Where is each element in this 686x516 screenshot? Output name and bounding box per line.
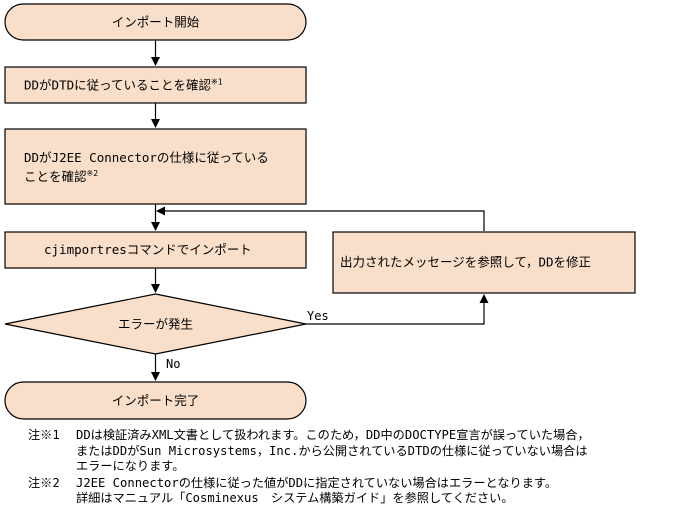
svg-text:ことを確認※2: ことを確認※2 — [24, 169, 98, 184]
footnote-1-line: またはDDがSun Microsystems，Inc.から公開されているDTDの… — [76, 443, 588, 458]
edge-decision-no-to-end: No — [151, 354, 180, 381]
edge-start-to-check-dtd — [151, 40, 160, 66]
error-decision-node: エラーが発生 — [4, 293, 307, 355]
check-dtd-label: DDがDTDに従っていることを確認 — [24, 78, 212, 93]
footnote-2-mark: 注※2 — [28, 475, 60, 490]
check-spec-line2: ことを確認 — [24, 169, 87, 184]
check-spec-note-mark: ※2 — [87, 169, 99, 178]
import-command-node: cjimportresコマンドでインポート — [4, 231, 307, 269]
footnote-2-line: J2EE Connectorの仕様に従った値がDDに指定されていない場合はエラー… — [76, 475, 558, 490]
footnote-1-line: エラーになります。 — [76, 459, 185, 473]
start-node: インポート開始 — [4, 3, 307, 41]
footnote-2-line: 詳細はマニュアル「Cosminexus システム構築ガイド」を参照してください。 — [76, 491, 514, 505]
footnote-1-line: DDは検証済みXML文書として扱われます。このため，DD中のDOCTYPE宣言が… — [76, 428, 590, 442]
end-node: インポート完了 — [4, 381, 307, 420]
footnote-1-body: DDは検証済みXML文書として扱われます。このため，DD中のDOCTYPE宣言が… — [76, 428, 678, 475]
check-dtd-note-mark: ※1 — [211, 78, 223, 87]
edge-check-spec-to-import — [151, 204, 160, 231]
end-label: インポート完了 — [112, 393, 200, 408]
edge-check-dtd-to-check-spec — [151, 103, 160, 128]
no-label: No — [166, 357, 180, 371]
check-spec-node: DDがJ2EE Connectorの仕様に従っている ことを確認※2 — [4, 128, 307, 205]
start-label: インポート開始 — [112, 15, 200, 30]
svg-text:DDがDTDに従っていることを確認※1: DDがDTDに従っていることを確認※1 — [24, 78, 223, 93]
footnote-2: 注※2 J2EE Connectorの仕様に従った値がDDに指定されていない場合… — [28, 476, 678, 507]
fix-label: 出力されたメッセージを参照して，DDを修正 — [340, 255, 591, 270]
footnote-1: 注※1 DDは検証済みXML文書として扱われます。このため，DD中のDOCTYP… — [28, 428, 678, 475]
edge-import-to-decision — [151, 268, 160, 293]
fix-node: 出力されたメッセージを参照して，DDを修正 — [332, 231, 636, 294]
edge-fix-to-import-loop — [156, 206, 485, 231]
error-decision-label: エラーが発生 — [118, 317, 193, 332]
import-command-label: cjimportresコマンドでインポート — [44, 242, 252, 257]
check-dtd-node: DDがDTDに従っていることを確認※1 — [4, 66, 307, 104]
check-spec-line1: DDがJ2EE Connectorの仕様に従っている — [24, 150, 269, 165]
yes-label: Yes — [307, 309, 329, 323]
footnotes: 注※1 DDは検証済みXML文書として扱われます。このため，DD中のDOCTYP… — [28, 428, 678, 508]
edge-decision-yes-to-fix: Yes — [306, 294, 489, 325]
footnote-1-mark: 注※1 — [28, 428, 60, 442]
footnote-2-body: J2EE Connectorの仕様に従った値がDDに指定されていない場合はエラー… — [76, 476, 678, 507]
